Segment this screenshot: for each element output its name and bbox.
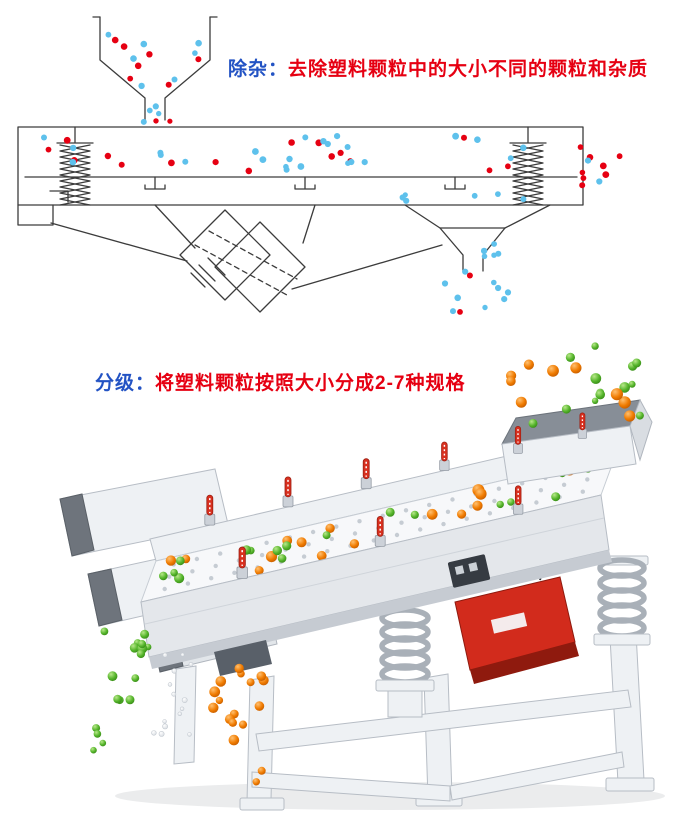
spring-icon-right bbox=[509, 126, 547, 206]
underdeck-outlet bbox=[214, 640, 272, 676]
clamp-bolt bbox=[513, 426, 523, 454]
impurity-removal-caption: 除杂：去除塑料颗粒中的大小不同的颗粒和杂质 bbox=[228, 54, 648, 81]
spring-icon-right bbox=[593, 555, 651, 646]
feed-hopper bbox=[92, 16, 218, 121]
spring-icon-left bbox=[56, 126, 94, 206]
caption-prefix: 分级： bbox=[95, 373, 156, 394]
grading-machine-illustration bbox=[59, 342, 665, 811]
grading-caption: 分级：将塑料颗粒按照大小分成2-7种规格 bbox=[95, 368, 465, 395]
falling-particles bbox=[140, 103, 162, 125]
clamp-bolt bbox=[236, 546, 248, 579]
funnel-falling-particles-red bbox=[457, 272, 473, 315]
discharge-funnel bbox=[404, 204, 551, 272]
clamp-bolt bbox=[513, 485, 524, 515]
caption-text: 将塑料颗粒按照大小分成2-7种规格 bbox=[155, 373, 466, 394]
funnel-particles bbox=[480, 241, 502, 260]
clamp-bolt bbox=[374, 515, 386, 547]
oversize-exit-particles-blue bbox=[584, 157, 603, 185]
base-frame bbox=[173, 632, 655, 811]
clamp-bolt bbox=[439, 441, 450, 471]
clamp-bolt bbox=[360, 458, 372, 490]
screen-particles-blue bbox=[41, 132, 527, 173]
fine-particle-stream bbox=[151, 652, 194, 737]
vibration-exciter bbox=[50, 204, 443, 313]
hopper-particles-blue bbox=[105, 31, 202, 90]
clamp-bolt bbox=[577, 412, 587, 439]
clamp-bolts bbox=[204, 412, 587, 579]
deck-particles bbox=[159, 463, 593, 584]
clamp-bolt bbox=[282, 476, 294, 508]
control-box bbox=[447, 554, 491, 588]
caption-prefix: 除杂： bbox=[228, 59, 289, 80]
falling-particles-red bbox=[153, 118, 173, 124]
vibration-motor bbox=[454, 519, 579, 684]
hopper-particles-red bbox=[111, 36, 202, 88]
screen-particles-red bbox=[45, 134, 511, 175]
orange-particle-stream bbox=[208, 663, 269, 786]
clamp-bolt bbox=[204, 494, 216, 526]
funnel-falling-particles bbox=[441, 268, 512, 315]
impurity-removal-diagram bbox=[17, 16, 623, 315]
left-outlet bbox=[17, 204, 54, 226]
inlet-particles bbox=[506, 342, 644, 428]
feed-hopper bbox=[501, 398, 653, 485]
undersize-particles bbox=[399, 191, 527, 204]
oversize-exit-particles bbox=[577, 144, 623, 189]
caption-text: 去除塑料颗粒中的大小不同的颗粒和杂质 bbox=[288, 59, 649, 80]
green-particle-stream bbox=[90, 627, 152, 754]
